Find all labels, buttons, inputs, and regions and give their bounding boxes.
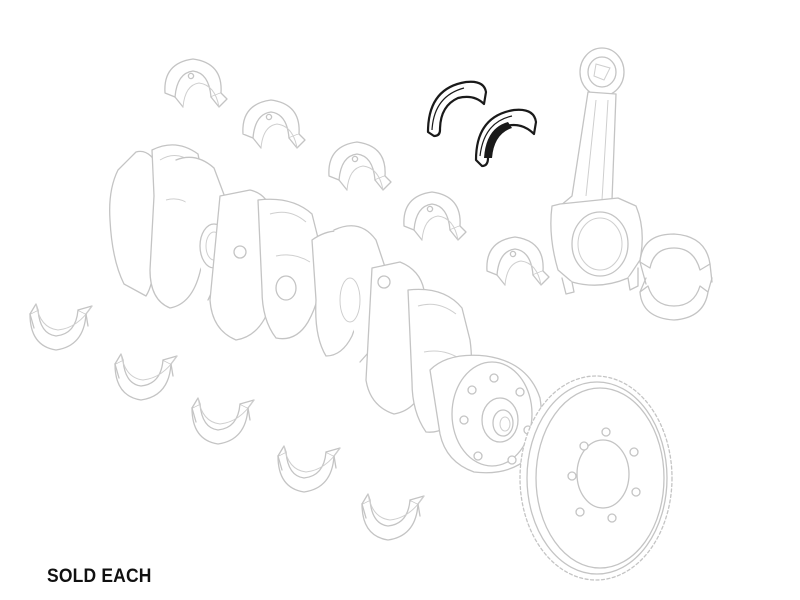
- reluctor-ring: [519, 375, 673, 581]
- sold-each-caption: SOLD EACH: [47, 566, 152, 587]
- crankshaft: [109, 144, 543, 474]
- thrust-washer: [426, 80, 538, 168]
- rod-bearing-shell: [639, 233, 713, 321]
- connecting-rod: [550, 47, 643, 295]
